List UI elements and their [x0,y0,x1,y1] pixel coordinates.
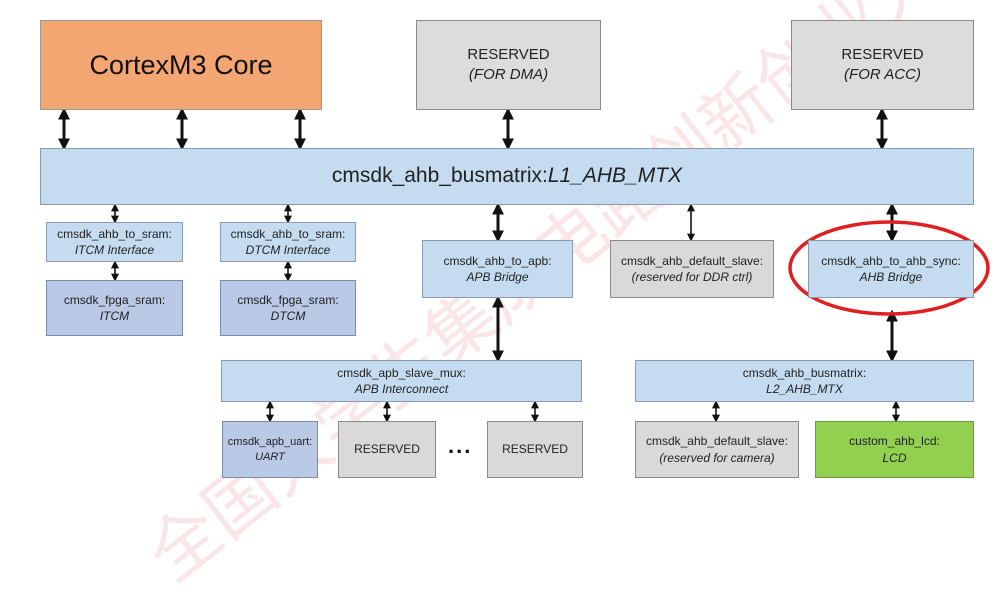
ahb-bridge-label: AHB Bridge [859,270,923,284]
default-slave-ddr-label: (reserved for DDR ctrl) [631,270,753,284]
lcd-label: LCD [882,450,907,465]
apb-slave-mux-label: APB Interconnect [354,382,449,396]
l2-busmatrix-label: L2_AHB_MTX [766,382,843,396]
dtcm-sram-block: cmsdk_fpga_sram: DTCM [220,280,356,336]
l2-ahb-busmatrix: cmsdk_ahb_busmatrix: L2_AHB_MTX [635,360,974,402]
itcm-interface-module: cmsdk_ahb_to_sram: [57,226,172,241]
l1-busmatrix-instance: L1_AHB_MTX [547,164,683,188]
l1-busmatrix-module: cmsdk_ahb_busmatrix: [331,164,548,188]
itcm-sram-label: ITCM [99,309,130,323]
lcd-block: custom_ahb_lcd: LCD [815,421,974,478]
l2-busmatrix-module: cmsdk_ahb_busmatrix: [742,365,867,380]
dtcm-interface-block: cmsdk_ahb_to_sram: DTCM Interface [220,222,356,262]
cortexm3-core-label: CortexM3 Core [89,49,273,80]
default-slave-camera-label: (reserved for camera) [659,450,775,465]
dtcm-interface-module: cmsdk_ahb_to_sram: [230,226,346,241]
itcm-interface-label: ITCM Interface [74,243,155,257]
dtcm-sram-module: cmsdk_fpga_sram: [237,292,339,307]
reserved-dma-block: RESERVED (FOR DMA) [416,20,601,110]
ahb-bridge-block: cmsdk_ahb_to_ahb_sync: AHB Bridge [808,240,974,298]
apb-bridge-block: cmsdk_ahb_to_apb: APB Bridge [422,240,573,298]
reserved-acc-title: RESERVED [841,45,924,63]
l1-ahb-busmatrix: cmsdk_ahb_busmatrix:L1_AHB_MTX [40,148,974,205]
default-slave-ddr-module: cmsdk_ahb_default_slave: [620,253,764,268]
lcd-module: custom_ahb_lcd: [849,434,940,449]
cortexm3-core-block: CortexM3 Core [40,20,322,110]
apb-bridge-module: cmsdk_ahb_to_apb: [443,253,552,268]
more-slots-ellipsis: ... [448,433,473,458]
itcm-interface-block: cmsdk_ahb_to_sram: ITCM Interface [46,222,183,262]
apb-bridge-label: APB Bridge [466,270,529,284]
reserved-apb-slot-2-label: RESERVED [502,442,568,457]
reserved-apb-slot-2: RESERVED [487,421,583,478]
reserved-apb-slot-1-label: RESERVED [354,442,420,457]
default-slave-camera-module: cmsdk_ahb_default_slave: [645,434,789,449]
apb-slave-mux-module: cmsdk_apb_slave_mux: [337,365,466,380]
reserved-dma-title: RESERVED [467,45,550,63]
reserved-apb-slot-1: RESERVED [338,421,436,478]
dtcm-sram-label: DTCM [270,309,306,323]
uart-label: UART [255,450,285,463]
reserved-dma-note: (FOR DMA) [468,66,549,83]
reserved-acc-note: (FOR ACC) [844,66,921,83]
default-slave-ddr-block: cmsdk_ahb_default_slave: (reserved for D… [610,240,774,298]
reserved-acc-block: RESERVED (FOR ACC) [791,20,974,110]
itcm-sram-module: cmsdk_fpga_sram: [63,292,166,307]
uart-module: cmsdk_apb_uart: [227,435,313,448]
itcm-sram-block: cmsdk_fpga_sram: ITCM [46,280,183,336]
default-slave-camera-block: cmsdk_ahb_default_slave: (reserved for c… [635,421,799,478]
uart-block: cmsdk_apb_uart: UART [222,421,318,478]
ahb-bridge-module: cmsdk_ahb_to_ahb_sync: [821,253,961,268]
dtcm-interface-label: DTCM Interface [245,243,331,257]
apb-slave-mux-block: cmsdk_apb_slave_mux: APB Interconnect [221,360,582,402]
